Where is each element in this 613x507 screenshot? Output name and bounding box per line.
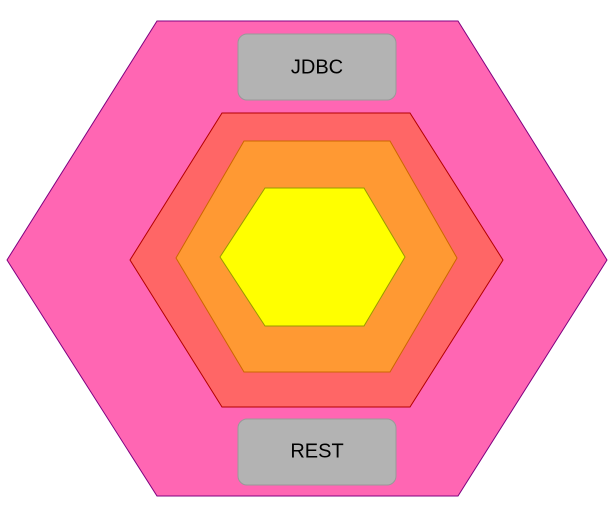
jdbc-adapter-box [237,33,397,101]
core-layer-hexagon [219,187,406,327]
rest-adapter-box [237,418,397,486]
rest-adapter: REST [237,418,397,486]
rest-adapter-label: REST [290,440,343,462]
jdbc-adapter-label: JDBC [291,56,343,78]
jdbc-adapter: JDBC [237,33,397,101]
